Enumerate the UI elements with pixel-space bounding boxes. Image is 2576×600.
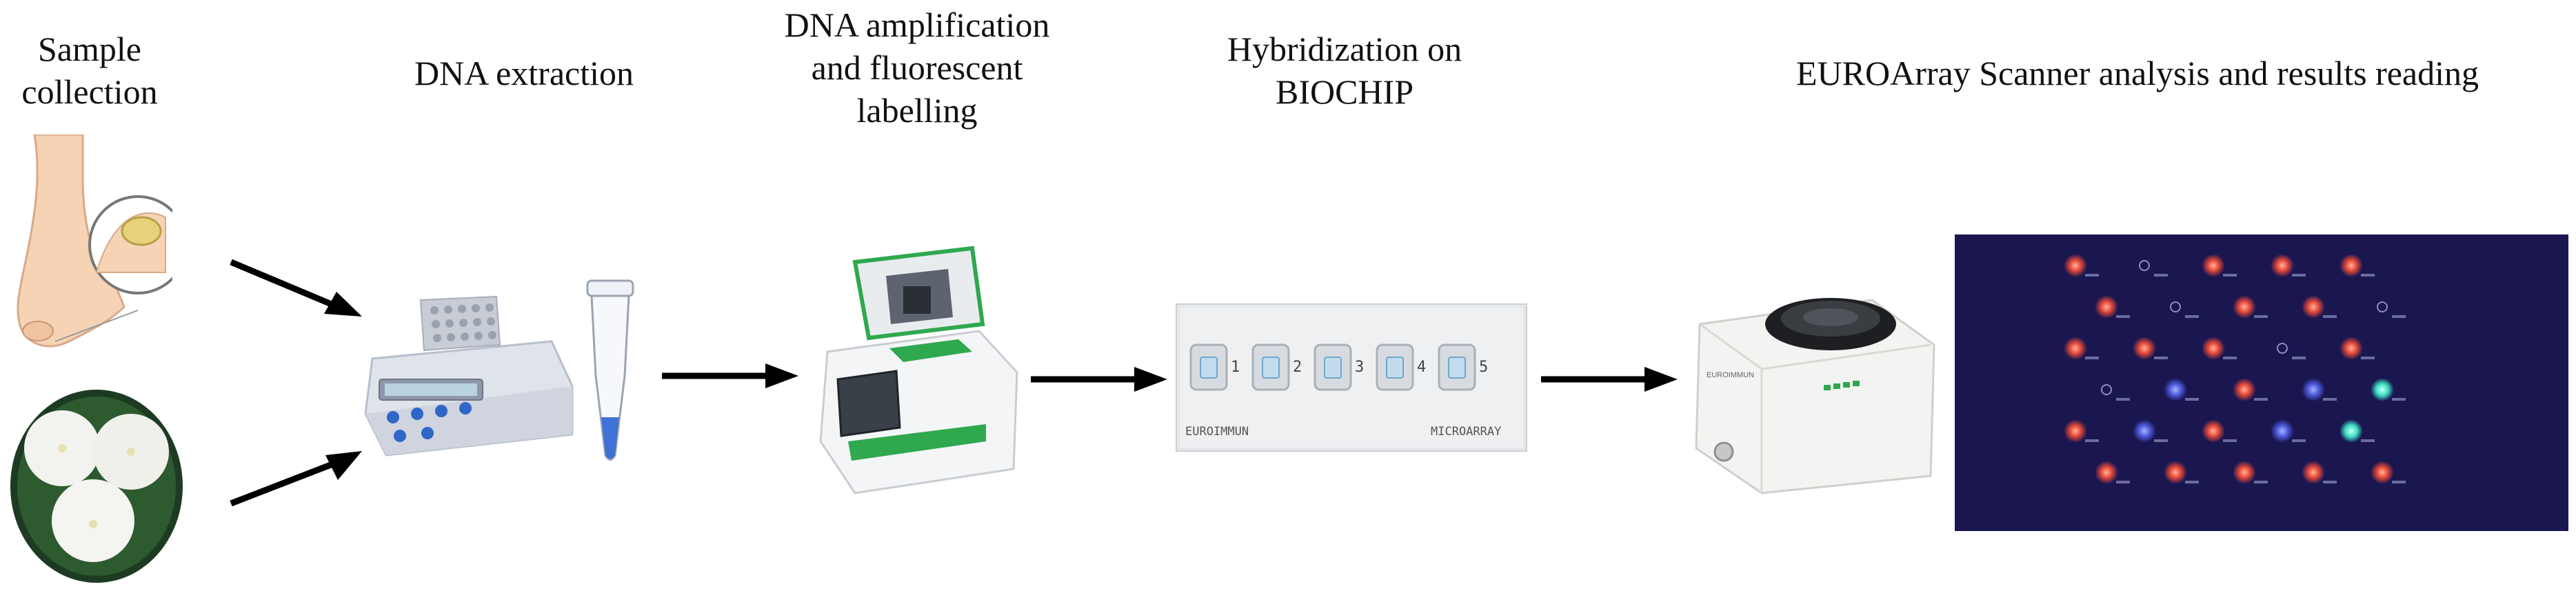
step-title-line: and fluorescent — [811, 48, 1023, 87]
step-title-line: Hybridization on — [1227, 30, 1462, 68]
spot-label-mark — [2223, 274, 2237, 277]
spot-label-mark — [2254, 398, 2268, 401]
fluorescent-spot — [2133, 337, 2156, 360]
biochip-slide-icon: 1 2 3 4 5 EUROIMMUN MICROARRAY — [1176, 303, 1527, 452]
fluorescent-spot — [2095, 295, 2118, 319]
spot-label-mark — [2254, 481, 2268, 483]
empty-spot — [2277, 343, 2288, 354]
arrow-petri-to-extraction — [230, 451, 362, 507]
fluorescent-spot — [2233, 378, 2256, 401]
empty-spot — [2101, 384, 2112, 395]
fluorescent-spot — [2164, 378, 2187, 401]
spot-label-mark — [2154, 357, 2168, 359]
spot-label-mark — [2085, 439, 2099, 442]
step-title-scanner-analysis: EUROArray Scanner analysis and results r… — [1738, 52, 2537, 94]
fluorescent-spot — [2302, 295, 2325, 319]
foot-with-toenail-infection-icon — [17, 134, 172, 348]
step-title-line: BIOCHIP — [1275, 72, 1414, 111]
spot-label-mark — [2116, 398, 2130, 401]
step-title-sample-collection: Sample collection — [0, 28, 179, 113]
biochip-field-number: 2 — [1293, 359, 1302, 376]
petri-dish-fungal-culture-icon — [10, 390, 183, 583]
step-title-line: collection — [21, 72, 158, 111]
fluorescent-spot — [2302, 378, 2325, 401]
spot-label-mark — [2292, 274, 2306, 277]
spot-label-mark — [2323, 398, 2337, 401]
fluorescent-spot — [2064, 337, 2087, 360]
fluorescent-spot — [2371, 461, 2394, 484]
fluorescent-spot — [2271, 254, 2294, 277]
scanner-brand: EUROIMMUN — [1707, 371, 1755, 379]
empty-spot — [2139, 260, 2150, 271]
step-title-line: DNA extraction — [414, 54, 634, 92]
biochip-field-number: 5 — [1479, 359, 1489, 376]
biochip-brand-right: MICROARRAY — [1431, 425, 1502, 439]
thermocycler-icon — [819, 246, 1018, 494]
spot-label-mark — [2323, 481, 2337, 483]
fluorescent-spot — [2302, 461, 2325, 484]
fluorescent-spot — [2339, 337, 2363, 360]
spot-label-mark — [2116, 315, 2130, 318]
spot-label-mark — [2392, 481, 2406, 483]
fluorescent-spot — [2064, 419, 2087, 443]
fluorescent-spot — [2233, 461, 2256, 484]
step-title-line: EUROArray Scanner analysis and results r… — [1796, 54, 2479, 92]
empty-spot — [2377, 301, 2388, 312]
fluorescent-spot — [2133, 419, 2156, 443]
spot-label-mark — [2085, 357, 2099, 359]
step-title-hybridization: Hybridization on BIOCHIP — [1200, 28, 1489, 113]
biochip-field-number: 4 — [1417, 359, 1427, 376]
spot-label-mark — [2185, 398, 2199, 401]
spot-label-mark — [2292, 357, 2306, 359]
step-title-line: Sample — [38, 30, 141, 68]
spot-label-mark — [2185, 315, 2199, 318]
biochip-field-number: 3 — [1355, 359, 1365, 376]
microcentrifuge-tube-icon — [586, 279, 634, 461]
empty-spot — [2170, 301, 2181, 312]
microarray-scanner-icon: EUROIMMUN — [1693, 283, 1941, 497]
fluorescence-scan-result-image — [1955, 234, 2568, 531]
arrow-amplification-to-biochip — [1031, 367, 1167, 392]
fluorescent-spot — [2339, 419, 2363, 443]
spot-label-mark — [2154, 439, 2168, 442]
fluorescent-spot — [2202, 337, 2225, 360]
spot-label-mark — [2361, 274, 2375, 277]
spot-label-mark — [2154, 274, 2168, 277]
spot-label-mark — [2254, 315, 2268, 318]
arrow-biochip-to-scanner — [1541, 367, 1678, 392]
spot-label-mark — [2292, 439, 2306, 442]
spot-label-mark — [2085, 274, 2099, 277]
step-title-dna-extraction: DNA extraction — [386, 52, 662, 94]
spot-label-mark — [2116, 481, 2130, 483]
biochip-field-number: 1 — [1231, 359, 1240, 376]
step-title-line: labelling — [856, 91, 978, 130]
spot-label-mark — [2223, 357, 2237, 359]
fluorescent-spot — [2064, 254, 2087, 277]
biochip-brand-left: EUROIMMUN — [1185, 425, 1249, 439]
step-title-dna-amplification: DNA amplification and fluorescent labell… — [765, 3, 1069, 132]
fluorescent-spot — [2095, 461, 2118, 484]
spot-label-mark — [2361, 357, 2375, 359]
arrow-extraction-to-amplification — [662, 363, 798, 388]
fluorescent-spot — [2371, 378, 2394, 401]
spot-label-mark — [2223, 439, 2237, 442]
fluorescent-spot — [2202, 419, 2225, 443]
fluorescent-spot — [2202, 254, 2225, 277]
step-title-line: DNA amplification — [784, 6, 1050, 44]
spot-label-mark — [2392, 315, 2406, 318]
spot-label-mark — [2392, 398, 2406, 401]
arrow-foot-to-extraction — [230, 259, 362, 317]
fluorescent-spot — [2339, 254, 2363, 277]
fluorescent-spot — [2233, 295, 2256, 319]
fluorescent-spot — [2164, 461, 2187, 484]
spot-label-mark — [2361, 439, 2375, 442]
spot-label-mark — [2323, 315, 2337, 318]
spot-label-mark — [2185, 481, 2199, 483]
thermoblock-heater-icon — [364, 295, 574, 457]
fluorescent-spot — [2271, 419, 2294, 443]
